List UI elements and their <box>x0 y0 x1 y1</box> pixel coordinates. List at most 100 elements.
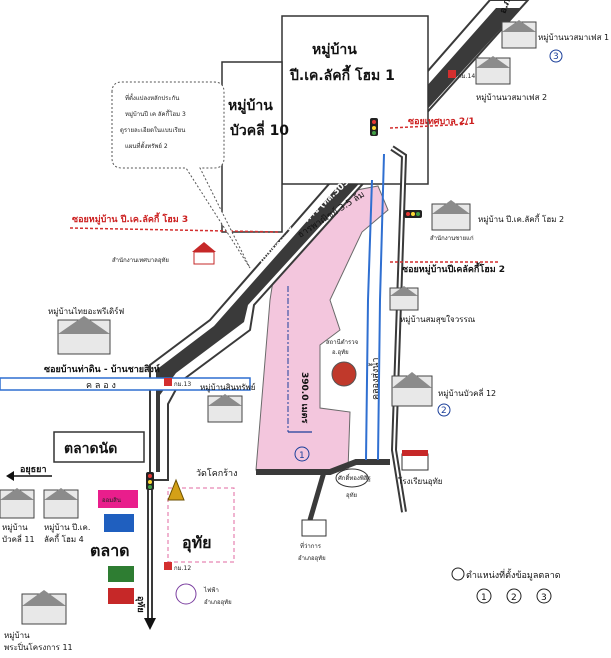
survey-point-1-label: 1 <box>299 451 305 461</box>
market-word: ตลาด <box>90 541 130 560</box>
office-tambon: สำนักงานชายแก่ <box>430 235 474 242</box>
temple-label: วัดโคกร้าง <box>196 468 237 479</box>
office-local-icon <box>192 242 216 265</box>
alley-pk-home2: ซอยหมู่บ้านปีเคลัคกี้โฮม 2 <box>402 262 505 275</box>
village-nwk2: หมู่บ้านนวสมาเฟส 2 <box>476 93 547 103</box>
to-ayutthaya-arrow <box>6 471 52 481</box>
canal-vertical <box>377 153 385 461</box>
district-office-icon <box>301 519 327 537</box>
callout-line-2: หมู่บ้านปี เค ลัคกี้โฮม 3 <box>125 108 186 118</box>
traffic-light-icon <box>146 472 154 490</box>
district-road <box>307 471 327 521</box>
km-marker-14: กม.14 <box>448 70 475 80</box>
survey-point-1 <box>294 446 310 462</box>
police-label-2: อ.อุทัย <box>332 349 349 356</box>
canal-horizontal-label: ค ล อ ง <box>86 381 116 391</box>
pk-home1-label-2: ปี.เค.ลัคกี้ โฮม 1 <box>289 64 395 84</box>
alley-thesaban21: ซอยเทศบาล 2/1 <box>408 117 475 127</box>
village-somchai: หมู่บ้านสมสุขใจวรรณ <box>400 315 476 325</box>
survey-point-3 <box>549 49 563 63</box>
bank-label: ออมสิน <box>102 497 121 504</box>
village-house-icon <box>21 590 67 625</box>
traffic-light-icon <box>370 118 378 136</box>
district-label-2: อำเภออุทัย <box>298 555 326 562</box>
village-house-icon <box>389 286 419 311</box>
circle-place-2: อุทัย <box>346 492 357 499</box>
electric-label-1: ไฟฟ้า <box>203 586 219 594</box>
village-nwk1: หมู่บ้านนวสมาเฟส 1 <box>538 33 609 43</box>
callout-line-3: ดูรายละเอียดในแบบเรียน <box>120 126 185 134</box>
alley-pk-home3-line <box>69 227 281 233</box>
svg-text:กม.13: กม.13 <box>174 381 191 388</box>
village-buakhli11-2: บัวคลี่ 11 <box>2 533 35 544</box>
uthai-word: อุทัย <box>182 533 212 553</box>
village-house-icon <box>43 488 79 519</box>
survey-point-3-label: 3 <box>553 52 559 62</box>
village-pk2: หมู่บ้าน ปี.เค.ลัคกี้ โฮม 2 <box>478 213 564 225</box>
police-icon <box>331 361 357 387</box>
main-road <box>149 0 530 481</box>
bank-icon <box>98 490 138 508</box>
alley-thesaban-line <box>389 123 471 129</box>
village-phrapin-2: พระปิ่นโครงการ 11 <box>4 641 73 652</box>
bank-2-icon <box>104 514 134 532</box>
electric-icon <box>175 583 197 605</box>
village-buakhli11-1: หมู่บ้าน <box>2 523 28 533</box>
svg-text:กม.14: กม.14 <box>458 73 475 80</box>
south-road <box>256 459 390 475</box>
survey-point-2-label: 2 <box>441 406 447 416</box>
village-pk4-1: หมู่บ้าน ปี.เค. <box>44 523 90 533</box>
market-name: ตลาดนัด <box>64 441 117 457</box>
canal-vertical-2 <box>365 179 373 461</box>
village-house-icon <box>391 372 433 407</box>
police-label-1: สถานีตำรวจ <box>326 338 358 346</box>
village-buakhli12: หมู่บ้านบัวคลี่ 12 <box>438 387 496 399</box>
south-arrow <box>144 618 156 630</box>
village-phrapin-1: หมู่บ้าน <box>4 631 30 641</box>
to-ayutthaya: อยุธยา <box>20 465 47 475</box>
survey-point-2 <box>437 403 451 417</box>
village-siam: หมู่บ้านไทยอะพรีเดิร์ฟ <box>48 306 124 317</box>
buakhli10-label-2: บัวคลี่ 10 <box>230 120 289 139</box>
legend-title: ตำแหน่งที่ตั้งข้อมูลตลาด <box>466 568 561 581</box>
traffic-light-icon <box>404 210 422 218</box>
callout-line-1: ที่ตั้งแปลงหลักประกัน <box>125 92 179 102</box>
village-sinsub: หมู่บ้านสินทรัพย์ <box>200 382 255 393</box>
svg-text:กม.12: กม.12 <box>174 565 191 572</box>
village-house-icon <box>0 488 35 519</box>
legend-point-3 <box>536 588 552 604</box>
hospital-label: โรงเรียนอุทัย <box>398 476 442 486</box>
bank-3-icon <box>108 566 134 582</box>
uthai-road-label: อุทัย <box>135 596 146 613</box>
alley-pk-home3: ซอยหมู่บ้าน ปี.เค.ลัคกี้ โฮม 3 <box>72 212 188 225</box>
legend: ตำแหน่งที่ตั้งข้อมูลตลาด 1 2 3 <box>451 567 561 604</box>
office-local: สำนักงานเทศบาลอุทัย <box>112 257 169 264</box>
block-buakhli10 <box>221 61 283 233</box>
circle-place-icon <box>335 468 369 488</box>
village-house-icon <box>431 200 471 231</box>
village-pk4-2: ลัคกี้ โฮม 4 <box>44 533 84 544</box>
electric-label-2: อำเภออุทัย <box>204 599 232 606</box>
legend-point-1 <box>476 588 492 604</box>
village-house-icon <box>475 56 511 85</box>
pk-home1-label-1: หมู่บ้าน <box>312 42 357 58</box>
km-marker-12: กม.12 <box>164 562 191 572</box>
canal-horizontal <box>0 377 251 391</box>
distance-label: 390.0 เมตร <box>299 372 309 423</box>
village-house-icon <box>57 316 111 355</box>
circle-place-1: ศักดิ์ทองพิสิฐ <box>338 473 371 482</box>
callout-line-4: แผนที่ตั้งทรัพย์ 2 <box>125 140 168 150</box>
village-house-icon <box>501 20 537 49</box>
legend-point-3-label: 3 <box>541 593 547 603</box>
hospital-icon <box>401 450 429 471</box>
legend-point-2 <box>506 588 522 604</box>
legend-point-1-label: 1 <box>481 593 487 603</box>
market-box <box>53 431 145 463</box>
district-label-1: ที่ว่าการ <box>300 542 322 550</box>
canal-vertical-label: คลองส่งน้ำ <box>368 358 381 400</box>
callout-bubble <box>111 81 251 269</box>
legend-point-2-label: 2 <box>511 593 517 603</box>
buakhli10-label-1: หมู่บ้าน <box>228 98 273 114</box>
